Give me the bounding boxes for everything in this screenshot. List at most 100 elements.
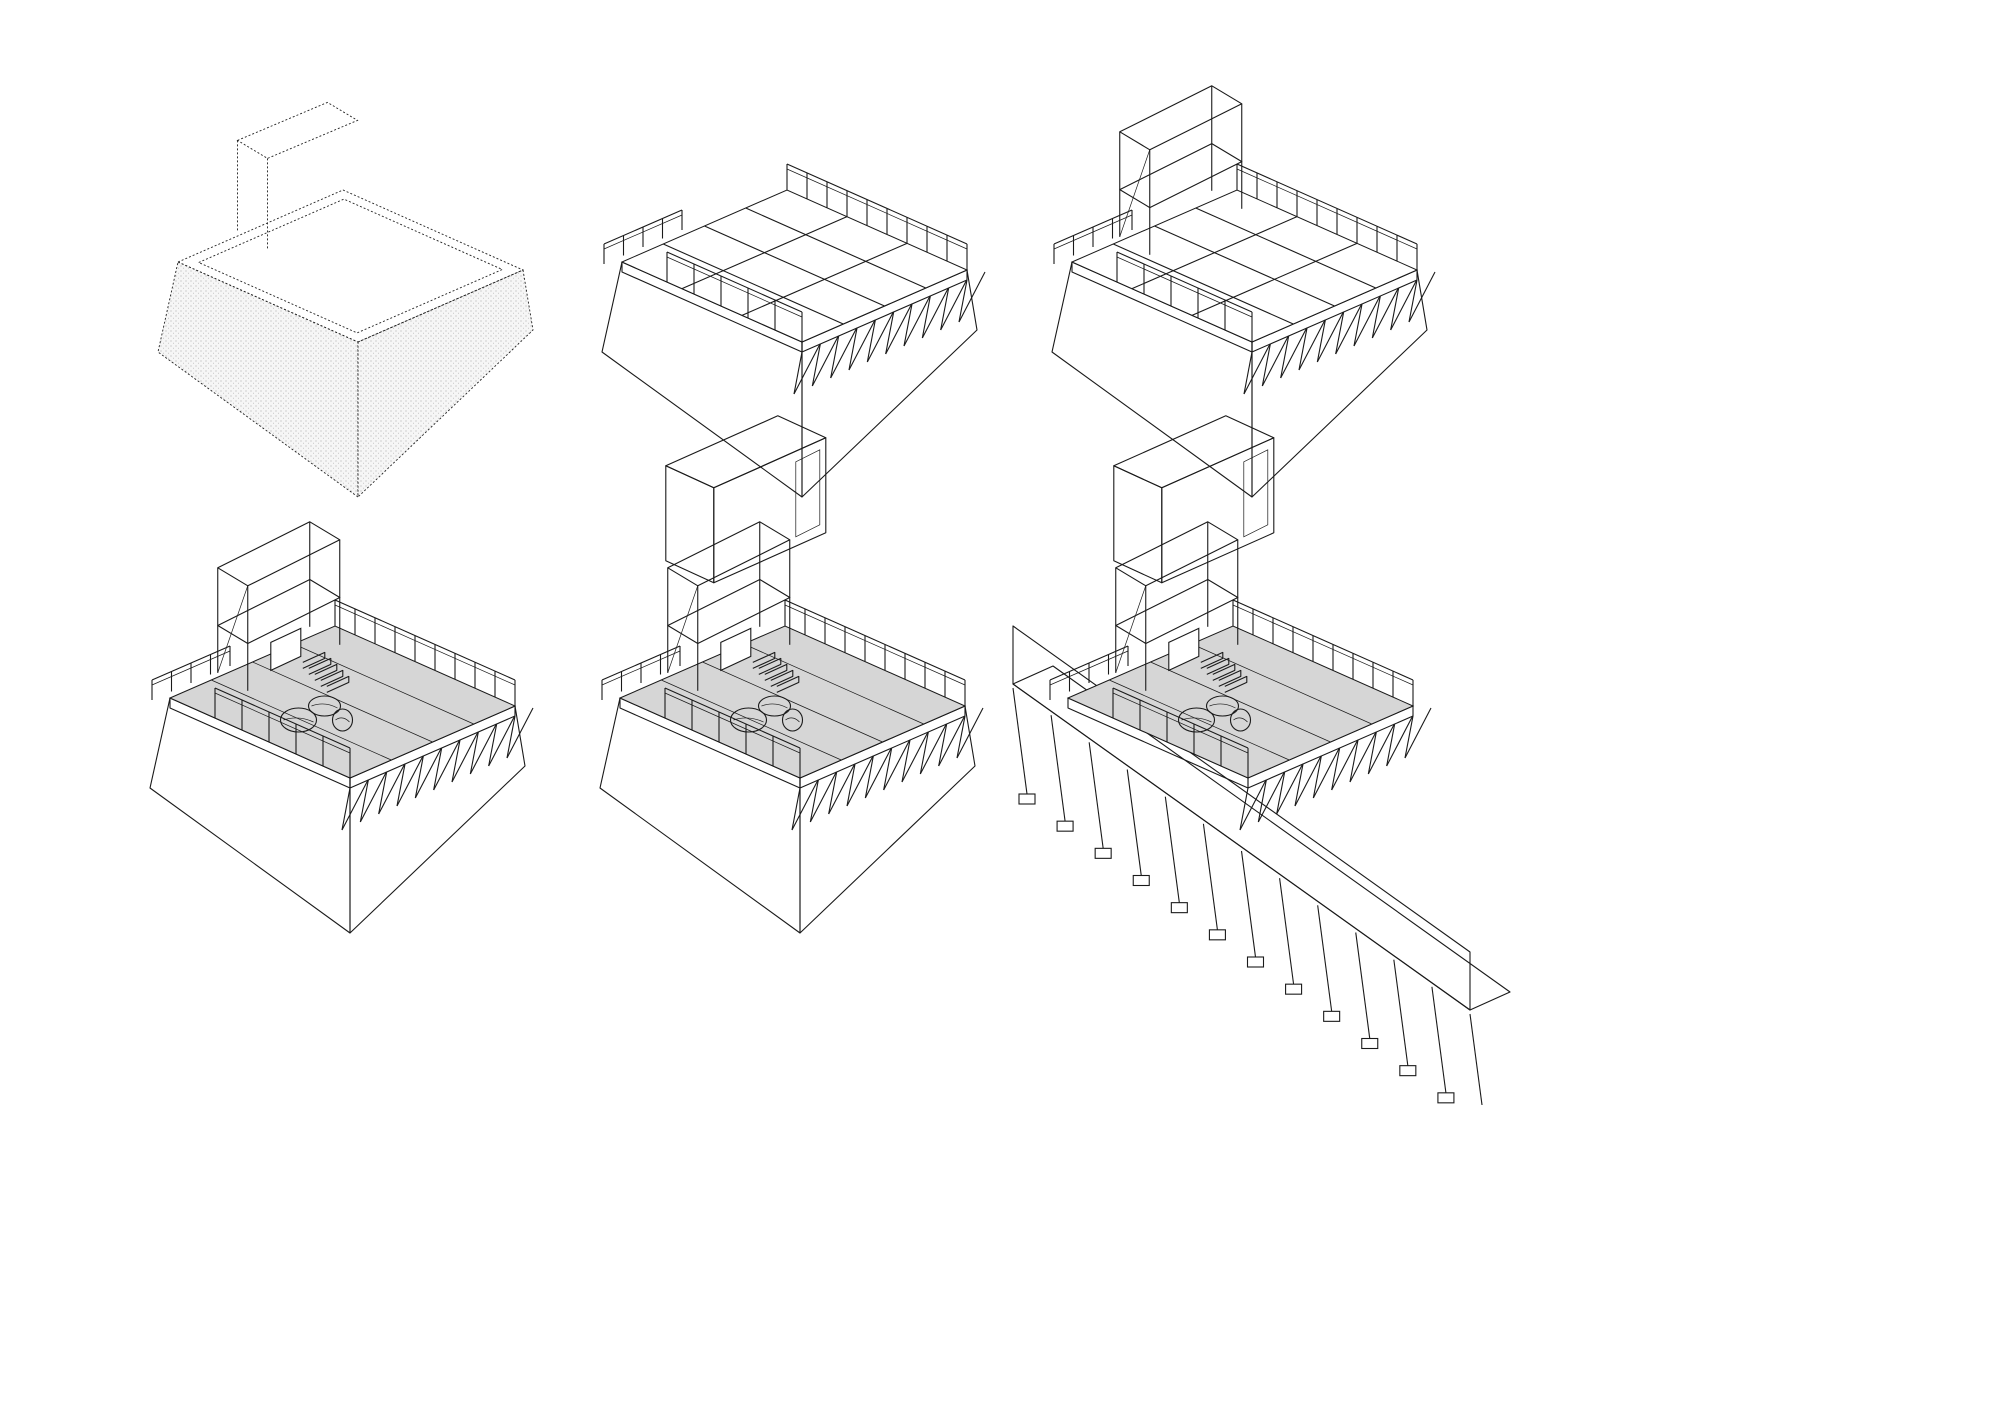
strut <box>938 723 948 767</box>
strut-brace <box>396 755 424 807</box>
panel-stage-1 <box>157 101 534 499</box>
railing-back <box>334 599 516 706</box>
stair-tread <box>1218 669 1242 687</box>
deck-seam <box>661 679 842 761</box>
rock-seat <box>757 695 792 717</box>
strut <box>885 311 895 355</box>
pier-post <box>1469 1013 1483 1105</box>
rock-facet <box>1209 703 1236 709</box>
deck-seam <box>211 679 392 761</box>
pier-post <box>1240 850 1257 958</box>
strut-brace <box>848 319 876 371</box>
railing-front <box>1116 251 1253 342</box>
strut <box>866 319 876 363</box>
pier-post <box>1355 932 1371 1039</box>
strut <box>1312 755 1322 799</box>
tower-top-ring <box>217 521 341 587</box>
axonometric-sequence-sheet <box>149 85 1511 1105</box>
rock-facet <box>761 703 788 709</box>
handrail-inner <box>1112 692 1249 754</box>
cantilever-struts <box>621 261 986 395</box>
stair-tread <box>764 663 788 681</box>
stair-tread <box>1200 651 1224 669</box>
panel-stage-6 <box>1012 415 1511 1105</box>
deck-beam <box>1191 242 1358 316</box>
handrail-inner <box>214 692 351 754</box>
shingled-cabin <box>665 415 827 584</box>
railing-front <box>666 251 803 342</box>
handrail-inner <box>1116 256 1253 318</box>
strut-brace <box>1294 755 1322 807</box>
strut <box>1257 779 1267 823</box>
tower-platform <box>667 578 791 645</box>
strut-brace <box>451 731 479 783</box>
pier-post <box>1126 769 1142 876</box>
tower-brace <box>1119 149 1151 237</box>
pier-post <box>1279 878 1295 985</box>
strut-brace <box>830 327 858 379</box>
stair-tread <box>320 669 344 687</box>
strut <box>341 787 351 831</box>
strut-brace <box>901 731 929 783</box>
strut-brace <box>1386 715 1414 767</box>
railing-side <box>151 645 231 700</box>
rock-facet <box>1233 717 1248 723</box>
strut <box>901 739 911 783</box>
strut <box>1390 287 1400 331</box>
handrail-inner <box>1232 604 1414 686</box>
strut <box>940 287 950 331</box>
rock-facet <box>335 717 350 723</box>
pier-footing <box>1132 874 1150 887</box>
terrain-left-face <box>157 261 359 498</box>
handrail-inner <box>334 604 516 686</box>
stair-tread <box>308 657 332 675</box>
tower-frame <box>217 521 341 691</box>
handrail <box>334 599 516 681</box>
cabin-opening <box>1243 449 1269 538</box>
tower-brace <box>1115 585 1147 673</box>
stair-tread <box>1212 663 1236 681</box>
handrail <box>1116 251 1253 313</box>
strut <box>506 715 516 759</box>
strut-brace <box>1261 335 1289 387</box>
deck-joist <box>663 243 844 325</box>
railing-back <box>784 599 966 706</box>
strut <box>1404 715 1414 759</box>
strut <box>1316 319 1326 363</box>
massing-outline <box>176 189 525 343</box>
tower-platform <box>217 578 341 645</box>
strut <box>1349 739 1359 783</box>
strut <box>958 279 968 323</box>
strut <box>1243 351 1253 395</box>
access-walkway <box>1012 625 1511 1105</box>
strut-brace <box>1331 739 1359 791</box>
stair-tread <box>1224 675 1248 693</box>
rock-seat <box>307 695 342 717</box>
railing-front <box>214 687 351 778</box>
rock-seats <box>279 695 354 733</box>
strut-brace <box>921 287 949 339</box>
massing-tower-top <box>236 101 359 159</box>
handrail <box>214 687 351 749</box>
strut <box>414 755 424 799</box>
strut-brace <box>809 771 837 823</box>
strut-brace <box>506 707 534 759</box>
stair-tread <box>776 675 800 693</box>
strut <box>433 747 443 791</box>
pier-post <box>1317 905 1333 1012</box>
handrail <box>664 687 801 749</box>
pier-post <box>1202 823 1218 930</box>
strut-brace <box>1408 271 1436 323</box>
strut <box>903 303 913 347</box>
tower-frame <box>1115 521 1239 691</box>
cabin-roof <box>665 415 827 489</box>
strut <box>1239 787 1249 831</box>
railing-back <box>786 163 968 270</box>
strut-brace <box>1404 707 1432 759</box>
tower-brace <box>217 585 249 673</box>
railing-side <box>1053 209 1133 264</box>
tower-brace <box>667 585 699 673</box>
handrail-inner <box>664 692 801 754</box>
stairs <box>270 627 350 693</box>
deck-beam <box>681 216 848 290</box>
